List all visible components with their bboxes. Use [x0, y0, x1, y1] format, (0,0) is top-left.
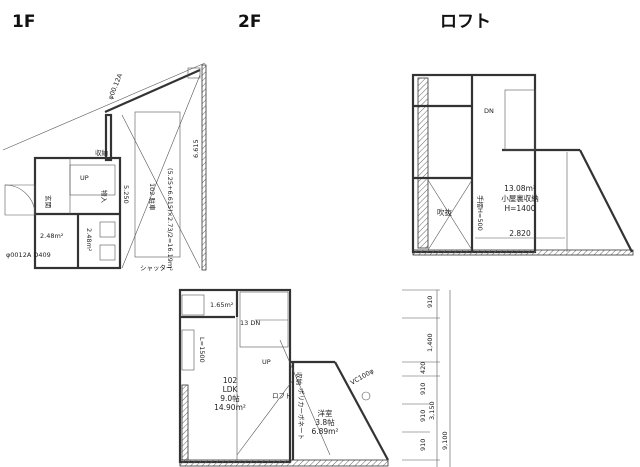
door-swing	[4, 184, 36, 216]
room-label: 洋室	[318, 408, 333, 418]
title-2f: 2F	[238, 12, 261, 32]
meter-icon	[187, 67, 201, 79]
loft-label: 小屋裏収納	[501, 193, 539, 203]
loft-height: H=1400	[504, 204, 535, 213]
stair-2f	[239, 291, 289, 348]
dim-segment: 910	[426, 296, 434, 308]
ldk-label: LDK	[223, 385, 239, 394]
diagonal-wall	[104, 68, 201, 114]
room-tatami: 3.8帖	[315, 417, 335, 427]
ldk-tatami: 9.0帖	[220, 393, 240, 403]
kitchen-counter	[181, 329, 195, 371]
shutter-label: シャッター	[140, 263, 173, 272]
south-wall-loft	[412, 249, 634, 256]
slanted-wall	[334, 361, 389, 461]
dim-subtotal: 3,150	[428, 401, 436, 420]
dim-total: 9,100	[441, 431, 449, 450]
parking-label: 102 駐車	[148, 183, 157, 211]
wall-length: 6.615	[192, 139, 200, 158]
closet-label: 物入	[100, 190, 109, 204]
dim-segment: 910	[419, 410, 427, 422]
loft-width: 2.820	[509, 229, 531, 238]
dimension-chain: 910 1,400 420 910 910 910 3,150 9,100	[402, 289, 451, 467]
parking-space	[134, 111, 181, 258]
storage-label-2f: 収納	[295, 372, 304, 385]
bath-area: 2.48m²	[85, 228, 93, 252]
atrium-label: 吹抜	[437, 207, 452, 217]
up-label: UP	[80, 174, 89, 182]
handrail-label: 手摺H=500	[476, 195, 485, 231]
pipe-top-label: φ00.12A	[106, 72, 124, 101]
title-1f: 1F	[12, 12, 35, 32]
site-boundary	[2, 62, 206, 151]
stair-1f	[69, 164, 116, 196]
plan-1f: 5.250 102 駐車 (5.25+6.615)×2.73/2=16.19m²…	[2, 62, 207, 272]
east-wall	[201, 64, 207, 271]
dim-segment: 1,400	[426, 333, 434, 352]
loft-mark: ロフト	[272, 392, 292, 400]
vent-icon	[361, 391, 371, 401]
wc-area: 2.48m²	[40, 232, 64, 240]
slanted-wall-loft	[579, 149, 633, 253]
pipe-left-label: φ0012A D409	[6, 251, 51, 259]
dim-segment: 910	[419, 439, 427, 451]
dim-segment: 420	[419, 362, 427, 374]
parking-formula: (5.25+6.615)×2.73/2=16.19m²	[166, 168, 174, 271]
loft-area: 13.08m²	[504, 184, 536, 193]
stair-dn-label: 13 DN	[240, 319, 260, 327]
storage-label: 収納	[95, 148, 108, 157]
vent-label: VC100φ	[349, 367, 375, 387]
title-loft: ロフト	[440, 12, 491, 32]
south-wall-2f	[179, 459, 389, 467]
building-loft	[411, 73, 537, 254]
toilet-icon	[181, 294, 205, 316]
ldk-area: 14.90m²	[214, 403, 246, 412]
plan-loft: DN 13.08m² 小屋裏収納 H=1400 吹抜 手摺H=500 2.820	[411, 73, 634, 256]
toilet-area: 1.65m²	[210, 301, 234, 309]
kitchen-length: L=1500	[198, 337, 206, 363]
entrance-label: 玄関	[44, 195, 53, 208]
partition-label: ポリカーボネート	[297, 388, 305, 440]
stair-up-label: UP	[262, 358, 271, 366]
stair-loft	[504, 89, 536, 151]
loft-dn-label: DN	[484, 107, 494, 115]
parking-depth: 5.250	[122, 185, 130, 204]
plan-2f: 1.65m² 13 DN UP L=1500 102 LDK 9.0帖 14.9…	[178, 288, 389, 467]
ldk-number: 102	[223, 376, 238, 385]
dim-segment: 910	[419, 383, 427, 395]
room-area: 6.89m²	[311, 427, 338, 436]
